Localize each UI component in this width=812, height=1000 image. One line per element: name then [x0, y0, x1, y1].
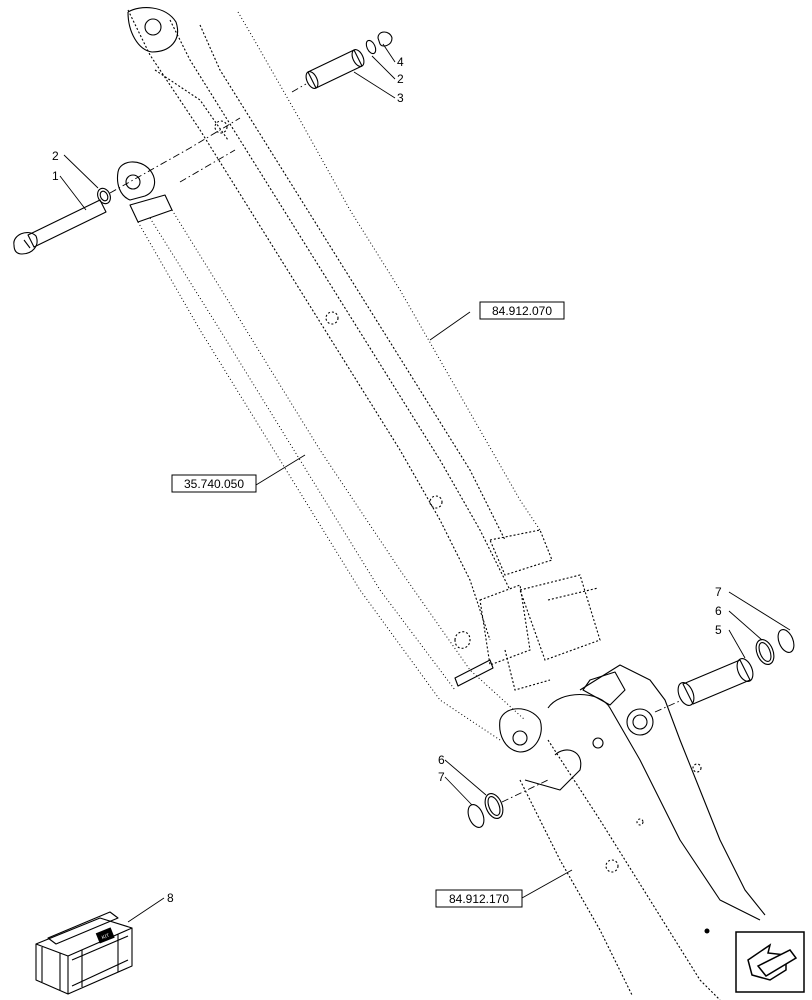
ring-6-left — [484, 793, 504, 819]
callout-2-top: 2 — [397, 72, 404, 86]
ring-7-left — [467, 804, 485, 828]
callout-5: 5 — [715, 623, 722, 637]
callout-6-right: 6 — [715, 604, 722, 618]
pin-3-assembly — [291, 31, 393, 93]
callout-2-left: 2 — [52, 149, 59, 163]
cylinder-rod-eye — [125, 174, 141, 190]
pin-5-body — [682, 659, 751, 705]
callout-3: 3 — [397, 91, 404, 105]
callout-7-left: 7 — [438, 770, 445, 784]
callout-1: 1 — [52, 169, 59, 183]
pin-5-assembly — [654, 629, 795, 713]
pin-3-body — [307, 49, 363, 89]
pin-head — [13, 232, 38, 255]
kit-crate-icon: KIT — [35, 911, 133, 995]
navigation-arrow-icon[interactable] — [735, 931, 805, 993]
callout-7-right: 7 — [715, 585, 722, 599]
kit-label: KIT — [101, 933, 110, 941]
reference-cylinder-text: 35.740.050 — [184, 477, 244, 491]
reference-cylinder[interactable]: 35.740.050 — [171, 474, 257, 493]
pin-1-assembly — [13, 117, 241, 255]
callout-6-left: 6 — [438, 753, 445, 767]
arm-outline — [519, 664, 766, 1000]
callout-leaders — [59, 43, 791, 923]
reference-boom[interactable]: 84.912.070 — [479, 301, 565, 320]
boom-outline — [127, 7, 601, 691]
clip-4 — [377, 31, 393, 47]
reference-arm-text: 84.912.170 — [449, 892, 509, 906]
ring-2-top — [365, 39, 377, 55]
ring-6-right — [755, 639, 775, 665]
ring-2-left — [97, 187, 111, 205]
ring-7-right — [777, 629, 795, 653]
reference-boom-text: 84.912.070 — [492, 304, 552, 318]
callout-4: 4 — [397, 55, 404, 69]
cylinder-outline — [116, 161, 542, 753]
boom-pivot-hole — [144, 18, 162, 36]
pin-body — [27, 199, 107, 248]
reference-arm[interactable]: 84.912.170 — [435, 889, 523, 908]
cylinder-base-eye — [512, 730, 528, 746]
arm-pin-bore — [632, 714, 648, 730]
callout-8: 8 — [167, 891, 174, 905]
